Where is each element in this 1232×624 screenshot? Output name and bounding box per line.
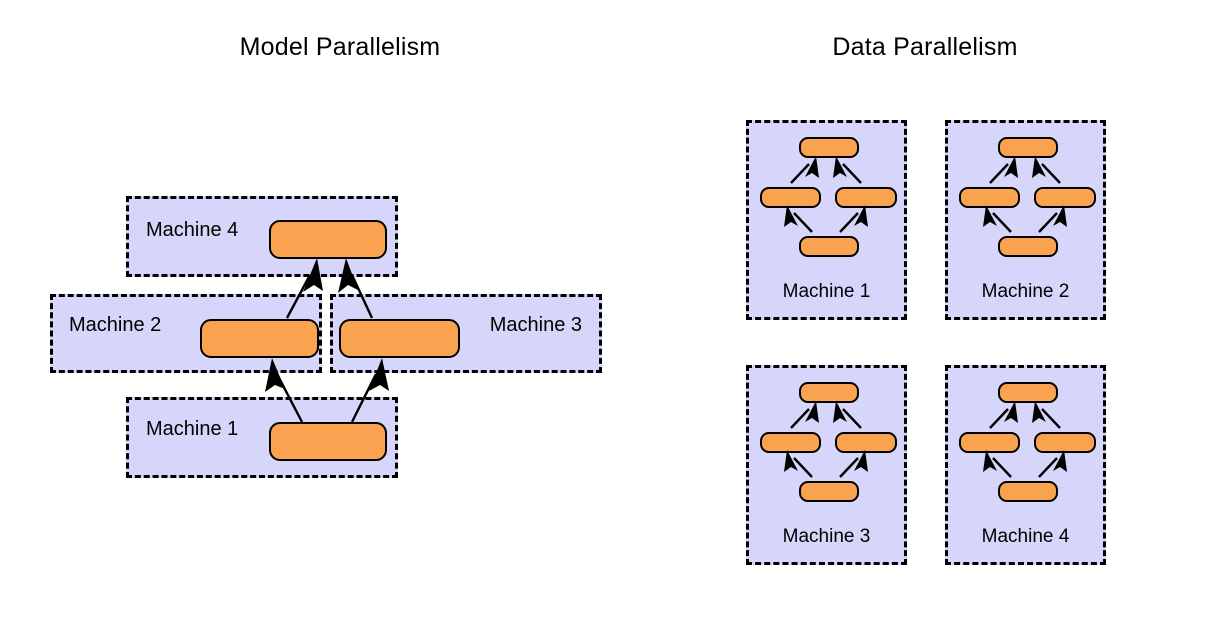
mp-machine-1-node[interactable] bbox=[269, 422, 387, 461]
dp-machine-1-box[interactable]: Machine 1 bbox=[746, 120, 907, 320]
dp-machine-4-label: Machine 4 bbox=[981, 526, 1070, 547]
dp-machine-3-node-middle-right[interactable] bbox=[835, 432, 897, 453]
dp-machine-3-box[interactable]: Machine 3 bbox=[746, 365, 907, 565]
dp-machine-2-label: Machine 2 bbox=[981, 281, 1070, 302]
dp-machine-1-node-bottom[interactable] bbox=[799, 236, 859, 257]
dp-machine-2-box[interactable]: Machine 2 bbox=[945, 120, 1106, 320]
dp-machine-4-node-middle-left[interactable] bbox=[959, 432, 1020, 453]
dp-machine-1-node-middle-right[interactable] bbox=[835, 187, 897, 208]
mp-machine-4-node[interactable] bbox=[269, 220, 387, 259]
dp-machine-4-node-top[interactable] bbox=[998, 382, 1058, 403]
mp-machine-3-label: Machine 3 bbox=[489, 314, 582, 336]
dp-machine-3-node-top[interactable] bbox=[799, 382, 859, 403]
dp-machine-4-node-bottom[interactable] bbox=[998, 481, 1058, 502]
mp-machine-3-box[interactable]: Machine 3 bbox=[330, 294, 602, 373]
dp-machine-2-node-bottom[interactable] bbox=[998, 236, 1058, 257]
mp-machine-1-label: Machine 1 bbox=[146, 418, 239, 440]
dp-machine-3-node-bottom[interactable] bbox=[799, 481, 859, 502]
dp-machine-2-node-top[interactable] bbox=[998, 137, 1058, 158]
model-parallelism-title: Model Parallelism bbox=[239, 33, 441, 61]
dp-machine-4-node-middle-right[interactable] bbox=[1034, 432, 1096, 453]
mp-machine-3-node[interactable] bbox=[339, 319, 460, 358]
dp-machine-2-node-middle-right[interactable] bbox=[1034, 187, 1096, 208]
dp-machine-1-node-top[interactable] bbox=[799, 137, 859, 158]
mp-machine-2-node[interactable] bbox=[200, 319, 319, 358]
mp-machine-1-box[interactable]: Machine 1 bbox=[126, 397, 398, 478]
mp-machine-2-box[interactable]: Machine 2 bbox=[50, 294, 322, 373]
dp-machine-2-node-middle-left[interactable] bbox=[959, 187, 1020, 208]
data-parallelism-title: Data Parallelism bbox=[832, 33, 1018, 61]
dp-machine-1-node-middle-left[interactable] bbox=[760, 187, 821, 208]
mp-machine-2-label: Machine 2 bbox=[69, 314, 162, 336]
dp-machine-3-label: Machine 3 bbox=[782, 526, 871, 547]
mp-machine-4-label: Machine 4 bbox=[146, 219, 239, 241]
dp-machine-4-box[interactable]: Machine 4 bbox=[945, 365, 1106, 565]
dp-machine-1-label: Machine 1 bbox=[782, 281, 871, 302]
dp-machine-3-node-middle-left[interactable] bbox=[760, 432, 821, 453]
mp-machine-4-box[interactable]: Machine 4 bbox=[126, 196, 398, 277]
